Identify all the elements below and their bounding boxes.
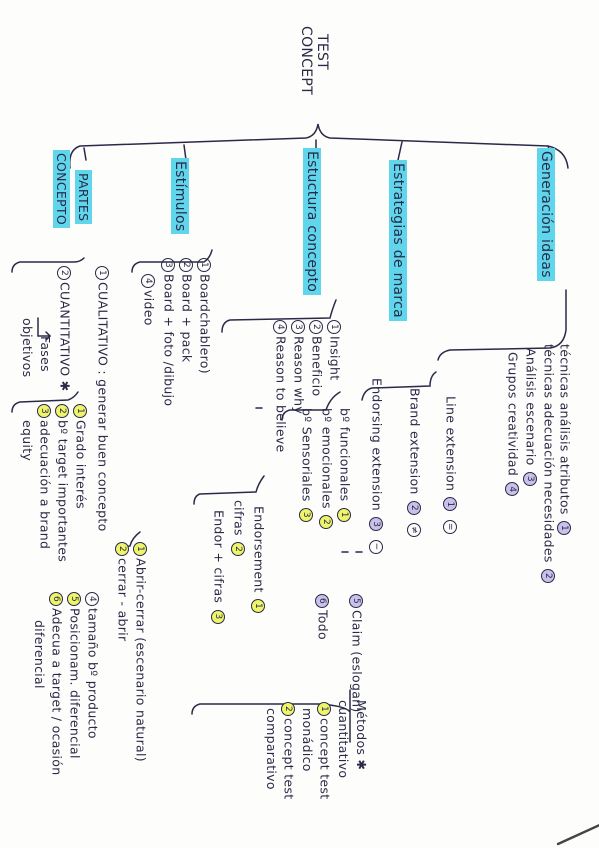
metodos-cuant: cuantitativo bbox=[336, 700, 351, 779]
number-badge: 1 bbox=[317, 702, 331, 716]
number-badge: 4 bbox=[505, 482, 519, 497]
benef-emocionales: bº emocionales 2 bbox=[319, 408, 335, 531]
number-badge: 3 bbox=[299, 507, 313, 522]
number-badge: 1 bbox=[133, 542, 147, 556]
obj-6: 6Adecua a target / ocasión bbox=[49, 590, 65, 775]
number-badge: 2 bbox=[541, 568, 555, 583]
number-badge: 1 bbox=[73, 404, 87, 418]
number-badge: 2 bbox=[115, 542, 129, 556]
estrat-line-ext: Line extension 1 = bbox=[443, 396, 459, 536]
metodos-c2b: comparativo bbox=[264, 708, 279, 790]
number-badge: 3 bbox=[37, 404, 51, 418]
obj-6b: diferencial bbox=[32, 620, 47, 689]
category-partes: PARTES bbox=[75, 170, 92, 225]
partes-fases: Fases bbox=[38, 336, 53, 372]
title-test: TEST bbox=[314, 34, 330, 71]
number-badge: 2 bbox=[57, 266, 71, 280]
estim-e2: 2Board + pack bbox=[179, 256, 195, 362]
estruct-beneficio: 2Beneficio bbox=[309, 318, 325, 396]
number-badge: 2 bbox=[281, 702, 295, 716]
number-badge: 4 bbox=[273, 320, 287, 334]
estruct-reason-why: 3Reason why bbox=[291, 318, 307, 414]
number-badge: 3 bbox=[291, 320, 305, 334]
category-generacion-ideas: Generación ideas bbox=[537, 148, 555, 281]
number-badge: 1 bbox=[95, 266, 109, 280]
gen-item-4: Grupos creatividad 4 bbox=[505, 352, 521, 498]
number-badge: 1 bbox=[557, 521, 571, 536]
metodos-title: Métodos ✱ bbox=[354, 700, 369, 771]
estrat-brand-ext: Brand extension 2 ≠ bbox=[407, 388, 423, 539]
number-badge: 1 bbox=[443, 497, 457, 512]
number-badge: 6 bbox=[315, 594, 329, 608]
number-badge: 3 bbox=[211, 609, 225, 624]
pencil-stroke bbox=[556, 824, 599, 846]
sign-badge: = bbox=[443, 519, 457, 534]
title-concept: CONCEPT bbox=[298, 26, 314, 95]
category-estructura-concepto: Estuctura concepto bbox=[303, 148, 321, 296]
partes-cuantitativo: 2CUANTITATIVO ✱ bbox=[57, 264, 73, 392]
number-badge: 3 bbox=[369, 517, 383, 532]
obj-4: 4tamaño bº producto bbox=[85, 590, 101, 739]
sign-badge: − bbox=[369, 539, 383, 554]
gen-item-2: técnicas adecuación necesidades 2 bbox=[541, 344, 557, 585]
number-badge: 5 bbox=[67, 592, 81, 606]
number-badge: 3 bbox=[161, 258, 175, 272]
category-concepto: CONCEPTO bbox=[53, 150, 70, 228]
obj-1: 1Grado interés bbox=[73, 402, 89, 509]
obj-3b: equity bbox=[20, 420, 35, 462]
rtb-endorsement: Endorsement 1 bbox=[251, 506, 267, 615]
category-estimulos: Estímulos bbox=[171, 158, 189, 235]
number-badge: 1 bbox=[251, 599, 265, 614]
number-badge: 2 bbox=[179, 258, 193, 272]
number-badge: 1 bbox=[197, 258, 211, 272]
number-badge: 1 bbox=[337, 507, 351, 522]
estruct-insight: 1Insight bbox=[327, 318, 343, 380]
sign-badge: ≠ bbox=[407, 523, 421, 538]
partes-cualitativo: 1CUALITATIVO : generar buen concepto bbox=[95, 264, 111, 532]
obj-3: 3adecuación a brand bbox=[37, 402, 53, 549]
number-badge: 1 bbox=[327, 320, 341, 334]
benef-sensoriales: bº Sensoriales 3 bbox=[299, 408, 315, 524]
obj-5: 5Posicionam. diferencial bbox=[67, 590, 83, 759]
estruct-reason-believe: 4Reason to believe bbox=[273, 318, 289, 453]
estrat-endors-ext: Endorsing extension 3 − bbox=[369, 378, 385, 556]
benef-funcionales: bº funcionales 1 bbox=[337, 408, 353, 524]
gen-item-1: técnicas análisis atributos 1 bbox=[557, 344, 573, 537]
obj-2: 2bº target importantes bbox=[55, 402, 71, 562]
partes-objetivos: objetivos bbox=[20, 318, 35, 378]
number-badge: 2 bbox=[319, 515, 333, 530]
number-badge: 3 bbox=[523, 471, 537, 486]
number-badge: 2 bbox=[407, 500, 421, 515]
estim-e1: 1Boardchablero) bbox=[197, 256, 213, 374]
todo-item: 6Todo bbox=[315, 592, 331, 640]
number-badge: 4 bbox=[85, 592, 99, 606]
number-badge: 2 bbox=[309, 320, 323, 334]
number-badge: 2 bbox=[55, 404, 69, 418]
estim-e4: 4video bbox=[141, 272, 157, 326]
number-badge: 6 bbox=[49, 592, 63, 606]
number-badge: 2 bbox=[231, 542, 245, 557]
category-estrategias-marca: Estrategias de marca bbox=[389, 160, 407, 322]
metodos-c1: 1concept test bbox=[317, 700, 333, 799]
rtb-cifras: cifras 2 bbox=[231, 500, 247, 558]
claim-item: 5Claim (eslogan) bbox=[349, 592, 365, 713]
apertura-1: 1Abrir-cerrar (escenario natural) bbox=[133, 540, 149, 762]
number-badge: 4 bbox=[141, 274, 155, 288]
number-badge: 5 bbox=[349, 594, 363, 608]
metodos-c1b: monádico bbox=[300, 708, 315, 772]
gen-item-3: Análisis escenario 3 bbox=[523, 348, 539, 488]
rtb-endor-cifras: Endor + cifras 3 bbox=[211, 510, 227, 626]
apertura-2: 2cerrar - abrir bbox=[115, 540, 131, 641]
metodos-c2: 2concept test bbox=[281, 700, 297, 799]
estim-e3: 3Board + foto /dibujo bbox=[161, 256, 177, 406]
